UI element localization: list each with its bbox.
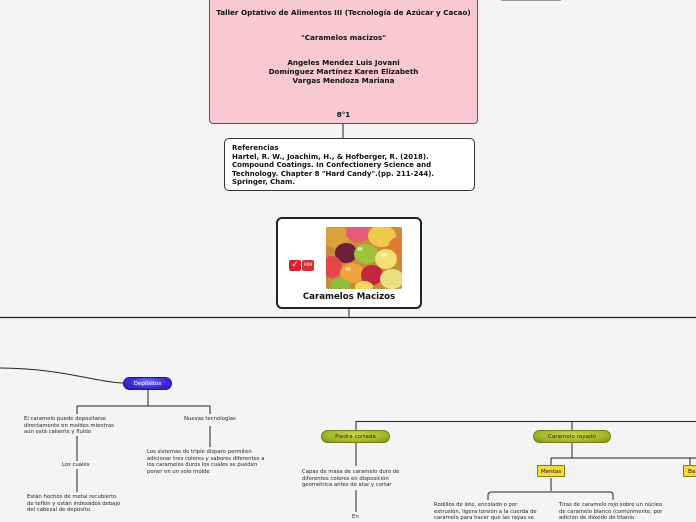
group-label: 8°1 — [336, 110, 351, 119]
author-2: Domínguez Martínez Karen Elizabeth — [268, 67, 419, 76]
text-tiras-rojo[interactable]: Tiras de caramelo rojo sobre un núcleo d… — [559, 502, 663, 522]
text-capas-masa[interactable]: Capas de masa de caramelo duro de difere… — [302, 469, 400, 489]
topic-title: "Caramelos macizos" — [300, 33, 387, 42]
reference-line: Compound Coatings. In Confectionery Scie… — [232, 161, 432, 170]
text-deposit-mold[interactable]: El caramelo puede depositarse directamen… — [24, 416, 114, 436]
badge-count: 909 — [302, 260, 314, 271]
text-triple-disparo[interactable]: Los sistemas de triple disparo permiten … — [147, 449, 265, 475]
text-rodillos[interactable]: Rodillos de lote, encolado o por extrusi… — [434, 502, 537, 522]
references-box[interactable]: Referencias Hartel, R. W., Joachim, H., … — [224, 138, 475, 191]
reference-line: Springer, Cham. — [232, 178, 295, 187]
node-mentas[interactable]: Mentas — [537, 465, 565, 477]
checkmark-icon: ✓ — [289, 260, 301, 271]
title-box[interactable]: Taller Optativo de Alimentos III (Tecnol… — [209, 0, 478, 124]
text-en[interactable]: En — [352, 514, 359, 520]
badge[interactable]: ✓ 909 — [289, 260, 314, 271]
reference-line: Hartel, R. W., Joachim, H., & Hofberger,… — [232, 152, 429, 161]
author-3: Vargas Mendoza Mariana — [292, 76, 395, 85]
text-nuevas-tecnologias[interactable]: Nuevas tecnologías — [184, 416, 236, 422]
course-title: Taller Optativo de Alimentos III (Tecnol… — [216, 8, 471, 17]
references-heading: Referencias — [232, 144, 279, 152]
central-topic[interactable]: ✓ 909 Ca — [276, 217, 422, 309]
author-1: Angeles Mendez Luis Jovani — [287, 58, 400, 67]
node-depositos[interactable]: Depósitos — [123, 377, 172, 390]
node-ba-partial[interactable]: Ba — [683, 465, 696, 477]
central-topic-label: Caramelos Macizos — [302, 292, 396, 302]
node-caramelo-rayado[interactable]: Caramelo rayado — [533, 430, 611, 443]
candy-image — [326, 227, 402, 289]
node-piedra-cortada[interactable]: Piedra cortada — [321, 430, 390, 443]
text-moldes-metal[interactable]: Están hechos de metal recubierto de tefl… — [27, 494, 121, 514]
text-los-cuales[interactable]: Los cuales — [62, 462, 90, 468]
reference-line: Technology. Chapter 8 "Hard Candy".(pp. … — [232, 169, 435, 178]
